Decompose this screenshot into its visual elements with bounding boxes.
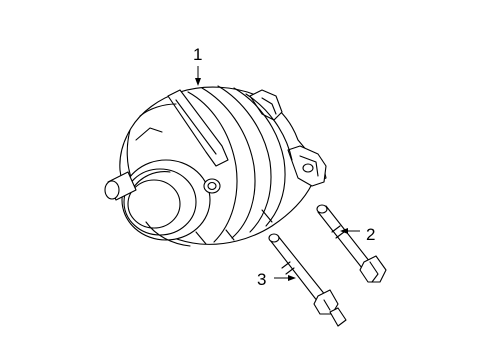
callout-number-3: 3: [257, 270, 266, 289]
callout-1: 1: [193, 45, 202, 86]
alternator: [104, 85, 327, 247]
callout-number-1: 1: [193, 45, 202, 64]
long-bolt: [316, 204, 387, 283]
callout-3: 3: [257, 270, 296, 289]
alternator-terminal-stud: [203, 178, 221, 194]
alternator-pulley: [121, 159, 211, 241]
short-bolt: [268, 233, 347, 327]
alternator-top-connector: [249, 89, 283, 121]
callout-number-2: 2: [366, 225, 375, 244]
callout-2: 2: [340, 225, 375, 244]
alternator-shaft: [104, 171, 137, 201]
